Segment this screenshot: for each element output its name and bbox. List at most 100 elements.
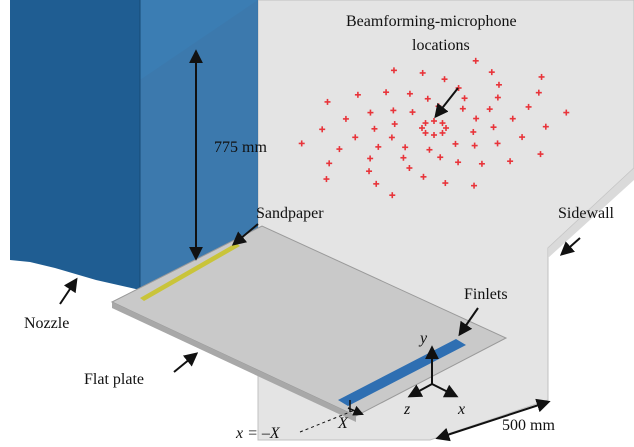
microphone-marker <box>419 69 426 76</box>
microphone-marker <box>366 168 373 175</box>
reference-line <box>299 407 361 433</box>
microphone-marker <box>336 146 343 153</box>
microphone-marker <box>441 76 448 83</box>
mic-label-line1: Beamforming-microphone <box>346 13 517 30</box>
microphone-marker <box>563 109 570 116</box>
microphone-array <box>298 57 570 199</box>
flat-plate-label: Flat plate <box>84 371 144 388</box>
microphone-marker <box>443 125 449 131</box>
microphone-marker <box>324 98 331 105</box>
microphone-marker <box>431 118 437 124</box>
microphone-marker <box>406 165 413 172</box>
x-axis-label: x <box>457 401 465 418</box>
finlets-label: Finlets <box>464 286 508 303</box>
nozzle-top-face <box>140 0 258 80</box>
microphone-marker <box>420 173 427 180</box>
microphone-marker <box>373 180 380 187</box>
x-axis-arrow <box>431 383 459 398</box>
microphone-marker <box>419 125 425 131</box>
height-label: 775 mm <box>214 139 267 156</box>
microphone-marker <box>488 69 495 76</box>
microphone-marker <box>406 90 413 97</box>
microphone-marker <box>319 126 326 133</box>
microphone-marker <box>371 125 378 132</box>
nozzle-label: Nozzle <box>24 315 69 332</box>
microphone-marker <box>455 159 462 166</box>
microphone-marker <box>352 134 359 141</box>
microphone-marker <box>473 115 480 122</box>
microphone-marker <box>495 81 502 88</box>
microphone-marker <box>471 182 478 189</box>
origin-x-arrow <box>347 405 364 416</box>
microphone-marker <box>390 67 397 74</box>
microphone-marker <box>525 103 532 110</box>
sidewall-edge <box>548 168 634 258</box>
sandpaper-label: Sandpaper <box>256 205 324 222</box>
mic-pointer-arrow <box>434 87 459 119</box>
mic-label-line2: locations <box>412 37 470 54</box>
microphone-marker <box>439 129 446 136</box>
microphone-marker <box>542 123 549 130</box>
x-equals-minus-X-label: x = –X <box>235 425 281 442</box>
microphone-marker <box>452 140 459 147</box>
microphone-marker <box>391 121 398 128</box>
microphone-marker <box>388 134 395 141</box>
microphone-marker <box>439 120 446 127</box>
microphone-marker <box>437 154 444 161</box>
microphone-marker <box>509 115 516 122</box>
microphone-marker <box>422 120 429 127</box>
microphone-marker <box>342 115 349 122</box>
width-dimension-arrow <box>435 398 551 442</box>
microphone-marker <box>409 109 416 116</box>
microphone-marker <box>298 140 305 147</box>
microphone-marker <box>535 89 542 96</box>
microphone-marker <box>442 180 449 187</box>
width-label: 500 mm <box>502 417 555 434</box>
nozzle-front-face <box>10 0 140 290</box>
microphone-marker <box>367 109 374 116</box>
microphone-marker <box>470 128 477 135</box>
flat-plate-pointer-arrow <box>173 352 199 373</box>
microphone-marker <box>478 160 485 167</box>
y-axis-label: y <box>418 330 428 347</box>
microphone-marker <box>323 176 330 183</box>
sidewall-pointer-arrow <box>559 237 581 256</box>
microphone-marker <box>354 91 361 98</box>
z-axis-label: z <box>403 401 411 418</box>
microphone-marker <box>537 151 544 158</box>
microphone-marker <box>402 144 409 151</box>
z-axis-arrow <box>407 383 433 398</box>
microphone-marker <box>426 146 433 153</box>
microphone-marker <box>471 142 478 149</box>
microphone-marker <box>538 73 545 80</box>
microphone-marker <box>459 105 466 112</box>
microphone-marker <box>375 143 382 150</box>
microphone-marker <box>494 94 501 101</box>
microphone-marker <box>383 89 390 96</box>
microphone-marker <box>472 57 479 64</box>
nozzle-pointer-arrow <box>59 277 78 305</box>
sandpaper-pointer-arrow <box>231 223 259 246</box>
microphone-marker <box>455 84 462 91</box>
sidewall-label: Sidewall <box>558 205 615 222</box>
X-label: X <box>337 415 349 432</box>
finlets-pointer-arrow <box>458 307 479 337</box>
microphone-marker <box>326 160 333 167</box>
microphone-marker <box>431 132 437 138</box>
microphone-marker <box>400 154 407 161</box>
flat-plate-edge <box>112 302 356 422</box>
sandpaper-strip <box>140 243 240 301</box>
microphone-marker <box>486 106 493 113</box>
microphone-marker <box>422 129 429 136</box>
coordinate-axes <box>407 345 459 398</box>
microphone-marker <box>367 155 374 162</box>
microphone-marker <box>390 107 397 114</box>
microphone-marker <box>519 134 526 141</box>
microphone-marker <box>507 158 514 165</box>
microphone-marker <box>494 140 501 147</box>
microphone-marker <box>389 192 396 199</box>
microphone-marker <box>490 124 497 131</box>
microphone-marker <box>461 95 468 102</box>
microphone-marker <box>424 95 431 102</box>
